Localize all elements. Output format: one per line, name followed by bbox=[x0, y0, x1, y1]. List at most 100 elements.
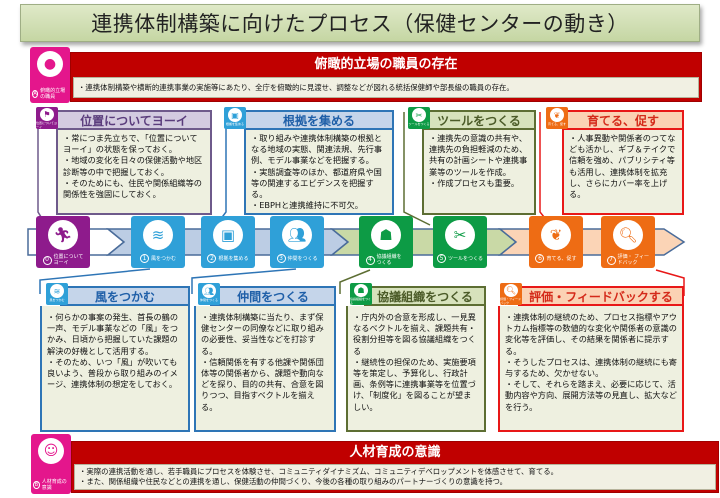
card-bullet: ・信頼関係を有する他課や関係団体等の関係者から、課題や動向などを探り、目的の共有… bbox=[201, 356, 324, 412]
step-number: 0 bbox=[42, 255, 52, 265]
overseer-staff-banner: 俯瞰的立場の職員の存在 ・連携体制構築や横断的連携事業の実施等にあたり、全庁を俯… bbox=[70, 52, 702, 102]
step-number: 4 bbox=[365, 255, 375, 265]
card-heading: 風をつかむ bbox=[60, 286, 190, 306]
card-body: ・庁内外の合意を形成し、一見異なるベクトルを揃え、課題共有・役割分担等を図る協議… bbox=[346, 306, 486, 432]
step-number: 6 bbox=[535, 254, 545, 263]
badge-letter: A bbox=[32, 90, 39, 98]
card-bullet: ・そして、それらを踏まえ、必要に応じて、活動内容や方向、展開方法等の見直し、拡大… bbox=[505, 379, 677, 412]
card-evidence: 根拠を集める ・取り組みや連携体制構築の根拠となる地域の実態、関連法規、先行事例… bbox=[224, 107, 394, 215]
presentation-icon: ▣根拠を集める bbox=[224, 107, 246, 129]
card-bullet: ・人事異動や関係者のつてなども活かし、ギブ＆テイクで信頼を強め、パブリシティ等も… bbox=[569, 133, 676, 200]
sprout-hand-icon: ❦育てる、促す bbox=[546, 107, 568, 129]
document-search-icon: 🔍︎評価・フィードバック bbox=[500, 283, 522, 305]
card-body: ・取り組みや連携体制構築の根拠となる地域の実態、関連法規、先行事例、モデル事業な… bbox=[244, 130, 394, 215]
card-heading: 仲間をつくる bbox=[210, 286, 336, 306]
group-icon: 👥︎ bbox=[282, 220, 312, 250]
card-peers: 仲間をつくる ・連携体制構築に当たり、まず保健センターの同僚などに取り組みの必要… bbox=[194, 283, 336, 432]
card-council: 協議組織をつくる ・庁内外の合意を形成し、一見異なるベクトルを揃え、課題共有・役… bbox=[346, 283, 486, 432]
card-heading: 根拠を集める bbox=[244, 110, 394, 130]
step-number: 5 bbox=[437, 254, 447, 263]
banner-heading: 人材育成の意識 bbox=[349, 445, 441, 460]
presentation-icon: ▣ bbox=[213, 220, 243, 250]
badge-letter: B bbox=[33, 481, 40, 489]
card-bullet: ・連携体制の継続のため、プロセス指標やアウトカム指標等の数値的な変化や関係者の意… bbox=[505, 312, 677, 356]
card-bullet: ・作成プロセスも重要。 bbox=[429, 177, 520, 188]
card-bullet: ・そうしたプロセスは、連携体制の継続にも寄与するため、欠かせない。 bbox=[505, 356, 677, 379]
card-bullet: ・常につま先立ちで、「位置についてヨーイ」の状態を保っておく。 bbox=[63, 133, 198, 155]
step-number: 3 bbox=[276, 254, 286, 263]
card-position: 位置についてヨーイ ・常につま先立ちで、「位置についてヨーイ」の状態を保っておく… bbox=[36, 107, 212, 215]
banner-text: ・連携体制構築や横断的連携事業の実施等にあたり、全庁を俯瞰的に見渡せ、調整などが… bbox=[73, 77, 699, 98]
step-label: 育てる、促す bbox=[546, 255, 577, 262]
card-heading: ツールをつくる bbox=[422, 110, 536, 130]
badge-label: 俯瞰的立場の職員 bbox=[40, 88, 66, 100]
banner-text: ・実際の連携活動を通し、若手職員にプロセスを体験させ、コミュニティダイナミズム、… bbox=[74, 464, 716, 490]
card-heading: 評価・フィードバックする bbox=[518, 286, 684, 306]
step-label: 風をつかむ bbox=[150, 255, 176, 262]
step-label: 根拠を集める bbox=[218, 255, 249, 262]
wind-hand-icon: ≋ bbox=[143, 220, 173, 250]
step-number: 7 bbox=[606, 255, 616, 265]
scissors-ruler-icon: ✂ bbox=[445, 220, 475, 250]
connector-lines-bottom bbox=[39, 268, 685, 296]
card-nurture: 育てる、促す ・人事異動や関係者のつてなども活かし、ギブ＆テイクで信頼を強め、パ… bbox=[546, 107, 684, 215]
card-heading: 協議組織をつくる bbox=[364, 286, 486, 306]
banner-line: ・実際の連携活動を通し、若手職員にプロセスを体験させ、コミュニティダイナミズム、… bbox=[79, 467, 558, 476]
card-bullet: ・連携先の意識の共有や、連携先の負担軽減のため、共有の計画シートや連携事業等のツ… bbox=[429, 133, 528, 177]
banner-line: ・また、関係組織や住民などとの連携を通し、保健活動の仲間づくり、今後の各種の取り… bbox=[79, 477, 507, 486]
card-feedback: 評価・フィードバックする ・連携体制の継続のため、プロセス指標やアウトカム指標等… bbox=[498, 283, 684, 432]
card-bullet: ・実態調査等のほか、都道府県や国等の関連するエビデンスを把握する。 bbox=[251, 166, 382, 200]
meeting-icon: ☗ bbox=[371, 220, 401, 250]
scissors-ruler-icon: ✂ツールをつくる bbox=[408, 107, 430, 129]
card-heading: 育てる、促す bbox=[562, 110, 684, 130]
card-bullet: ・EBPHと連携維持に不可欠。 bbox=[251, 200, 363, 211]
page-title: 連携体制構築に向けたプロセス（保健センターの動き） bbox=[20, 4, 700, 42]
banner-heading: 俯瞰的立場の職員の存在 bbox=[314, 57, 458, 72]
runner-icon: ⚑位置についてヨーイ bbox=[36, 107, 58, 129]
badge-label: 人材育成の意識 bbox=[41, 479, 67, 491]
card-tools: ツールをつくる ・連携先の意識の共有や、連携先の負担軽減のため、共有の計画シート… bbox=[408, 107, 536, 215]
wind-hand-icon: ≋風をつかむ bbox=[46, 283, 68, 305]
sprout-hand-icon: ❦ bbox=[541, 220, 571, 250]
card-bullet: ・地域の変化を日々の保健活動や地区診断等の中で把握しておく。 bbox=[63, 155, 203, 177]
card-bullet: ・庁内外の合意を形成し、一見異なるベクトルを揃え、課題共有・役割分担等を図る協議… bbox=[353, 312, 476, 356]
step-label: 仲間をつくる bbox=[287, 255, 318, 262]
card-bullet: ・取り組みや連携体制構築の根拠となる地域の実態、関連法規、先行事例、モデル事業な… bbox=[251, 133, 383, 166]
step-number: 1 bbox=[139, 254, 149, 263]
card-body: ・連携体制構築に当たり、まず保健センターの同僚などに取り組みの必要性、妥当性など… bbox=[194, 306, 336, 432]
brain-head-icon: ☺ bbox=[38, 438, 64, 464]
step-label: 協議組織を つくる bbox=[376, 254, 402, 266]
runner-icon: 🏃︎ bbox=[48, 220, 78, 250]
card-heading: 位置についてヨーイ bbox=[56, 110, 212, 130]
meeting-icon: ☗協議組織をつくる bbox=[350, 283, 372, 305]
card-bullet: ・連携体制構築に当たり、まず保健センターの同僚などに取り組みの必要性、妥当性など… bbox=[201, 312, 324, 356]
step-label: 位置について ヨーイ bbox=[53, 254, 84, 266]
card-body: ・何らかの事案の発生、首長の鶴の一声、モデル事業などの「風」をつかみ、日頃から把… bbox=[40, 306, 190, 432]
card-body: ・連携先の意識の共有や、連携先の負担軽減のため、共有の計画シートや連携事業等のツ… bbox=[422, 130, 536, 215]
card-wind: 風をつかむ ・何らかの事案の発生、首長の鶴の一声、モデル事業などの「風」をつかみ… bbox=[40, 283, 190, 432]
card-bullet: ・何らかの事案の発生、首長の鶴の一声、モデル事業などの「風」をつかみ、日頃から把… bbox=[47, 312, 179, 356]
card-body: ・常につま先立ちで、「位置についてヨーイ」の状態を保っておく。 ・地域の変化を日… bbox=[56, 130, 212, 215]
step-label: 評価・ フィードバック bbox=[617, 254, 650, 266]
step-number: 2 bbox=[207, 254, 217, 263]
card-bullet: ・そのためにも、住民や関係組織等の関係性を強固にしておく。 bbox=[63, 177, 202, 200]
talent-development-banner: 人材育成の意識 ・実際の連携活動を通し、若手職員にプロセスを体験させ、コミュニテ… bbox=[71, 441, 719, 493]
people-hierarchy-icon: ● bbox=[37, 51, 63, 77]
card-body: ・人事異動や関係者のつてなども活かし、ギブ＆テイクで信頼を強め、パブリシティ等も… bbox=[562, 130, 684, 215]
card-body: ・連携体制の継続のため、プロセス指標やアウトカム指標等の数値的な変化や関係者の意… bbox=[498, 306, 684, 432]
page-title-text: 連携体制構築に向けたプロセス（保健センターの動き） bbox=[91, 12, 629, 36]
card-bullet: ・継続性の担保のため、実施要項等を策定し、予算化し、行政計画、条例等に連携事業等… bbox=[353, 356, 476, 412]
card-bullet: ・そのため、いつ「風」が吹いても良いよう、普段から取り組みのイメージ、連携体制の… bbox=[47, 356, 178, 390]
document-search-icon: 🔍︎ bbox=[613, 220, 643, 250]
group-icon: 👥︎仲間をつくる bbox=[198, 283, 220, 305]
